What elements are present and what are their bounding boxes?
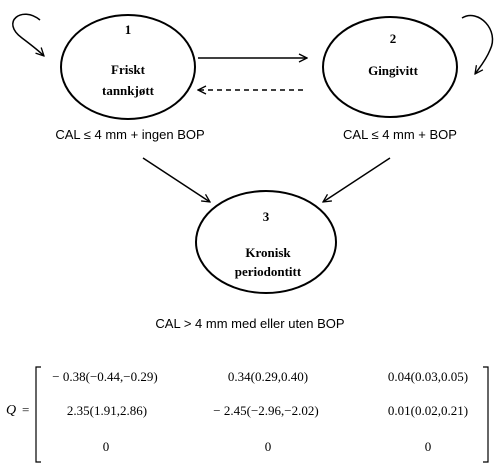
matrix-cell: 0.04(0.03,0.05) [388, 369, 468, 384]
state-2: 2 Gingivitt [322, 16, 458, 118]
state-2-condition: CAL ≤ 4 mm + BOP [343, 127, 457, 142]
state-3-name-line-1: Kronisk [245, 245, 291, 260]
state-1-number: 1 [125, 22, 132, 37]
state-2-ellipse [322, 16, 458, 118]
matrix-cell: − 2.45(−2.96,−2.02) [213, 403, 318, 418]
matrix-equals: = [22, 402, 29, 417]
matrix-cell: − 0.38(−0.44,−0.29) [52, 369, 157, 384]
state-1-name-line-1: Friskt [111, 62, 146, 77]
state-3: 3 Kronisk periodontitt [195, 190, 337, 294]
arrow-1-to-3 [142, 157, 210, 202]
arrow-2-to-3 [323, 157, 391, 202]
state-2-name-line-1: Gingivitt [368, 63, 419, 78]
self-loop-arrow-2 [461, 14, 494, 74]
matrix-cell: 0 [265, 439, 272, 454]
state-1-condition: CAL ≤ 4 mm + ingen BOP [55, 127, 204, 142]
state-3-number: 3 [263, 209, 270, 224]
matrix-cell: 2.35(1.91,2.86) [67, 403, 147, 418]
matrix-label: Q [6, 403, 16, 418]
state-1: 1 Friskt tannkjøtt [60, 14, 196, 120]
matrix-cell: 0.01(0.02,0.21) [388, 403, 468, 418]
state-3-ellipse [195, 190, 337, 294]
matrix-right-bracket [483, 366, 489, 463]
matrix-cell: 0.34(0.29,0.40) [228, 369, 308, 384]
transition-matrix: Q = − 0.38(−0.44,−0.29) 0.34(0.29,0.40) … [6, 366, 489, 463]
state-3-condition: CAL > 4 mm med eller uten BOP [155, 316, 344, 331]
state-1-ellipse [60, 14, 196, 120]
matrix-cell: 0 [103, 439, 110, 454]
matrix-left-bracket [35, 366, 41, 463]
state-2-number: 2 [390, 31, 397, 46]
matrix-cell: 0 [425, 439, 432, 454]
state-1-name-line-2: tannkjøtt [102, 83, 155, 98]
state-3-name-line-2: periodontitt [235, 264, 302, 279]
self-loop-arrow-1 [12, 13, 44, 56]
